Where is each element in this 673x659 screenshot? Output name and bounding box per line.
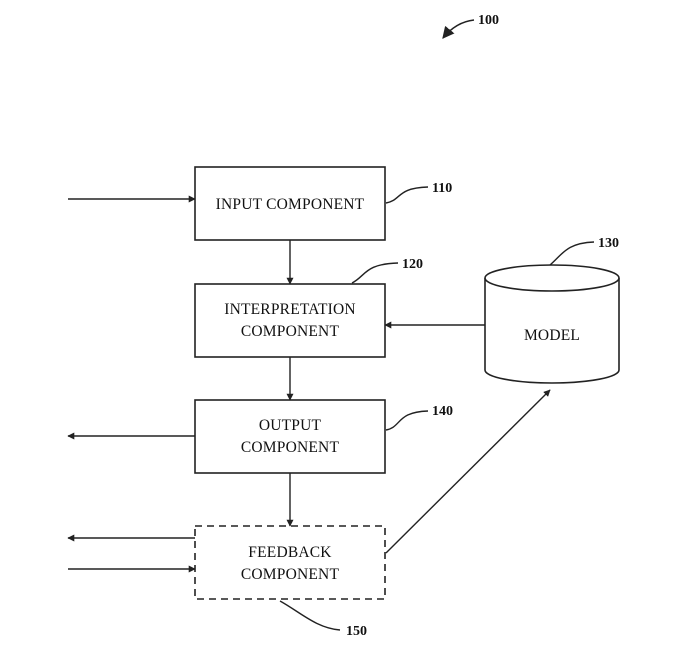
feedback-component-box: [194, 525, 386, 600]
input-component-label: INPUT COMPONENT: [216, 196, 365, 213]
figure-ref: 100: [442, 13, 499, 39]
feedback-component-label-line1: FEEDBACK: [248, 544, 332, 561]
model-label: MODEL: [524, 327, 580, 344]
feedback-component: FEEDBACK COMPONENT 150: [194, 525, 386, 639]
feedback-to-model-arrow: [385, 389, 551, 554]
output-component: OUTPUT COMPONENT 140: [194, 399, 453, 474]
input-component-box: [194, 166, 386, 241]
figure-ref-arrow: [442, 19, 475, 39]
interpretation-component-ref: 120: [402, 257, 423, 272]
interpretation-component-leader: [351, 262, 399, 284]
interpretation-component-box: [194, 283, 386, 358]
input-component-leader: [385, 186, 429, 204]
feedback-component-ref: 150: [346, 624, 367, 639]
flow-arrows: [67, 195, 551, 573]
output-component-box: [194, 399, 386, 474]
interpretation-component-label-line1: INTERPRETATION: [224, 301, 356, 318]
output-component-ref: 140: [432, 404, 453, 419]
model-cylinder-top: [484, 264, 620, 292]
output-component-label-line2: COMPONENT: [241, 439, 340, 456]
model-cylinder-body: [484, 278, 620, 384]
input-component-ref: 110: [432, 181, 452, 196]
feedback-component-leader: [279, 600, 341, 631]
figure-ref-label: 100: [478, 13, 499, 28]
interpretation-component: INTERPRETATION COMPONENT 120: [194, 257, 423, 358]
input-component: INPUT COMPONENT 110: [194, 166, 452, 241]
output-component-leader: [385, 410, 429, 431]
model-leader: [549, 241, 595, 266]
model-datastore: MODEL 130: [484, 236, 620, 384]
output-component-label-line1: OUTPUT: [259, 417, 322, 434]
model-ref: 130: [598, 236, 619, 251]
feedback-component-label-line2: COMPONENT: [241, 566, 340, 583]
interpretation-component-label-line2: COMPONENT: [241, 323, 340, 340]
